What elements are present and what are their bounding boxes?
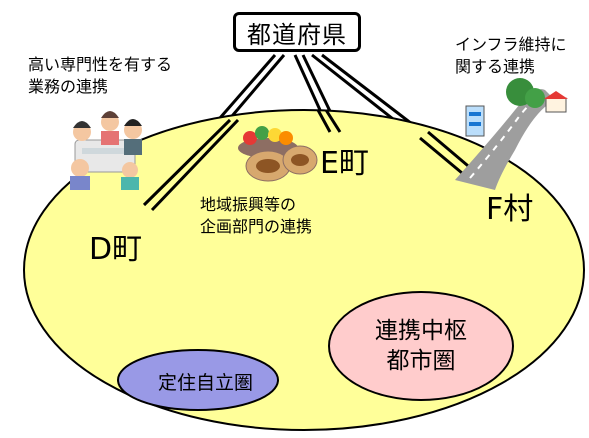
prefecture-box: 都道府県 [233, 12, 361, 52]
regional-promotion-line-1: 地域振興等の [200, 195, 297, 214]
regional-promotion-label: 地域振興等の 企画部門の連携 [200, 194, 312, 238]
hub-city-line-1: 連携中枢 [375, 318, 467, 344]
hub-city-line-2: 都市圏 [386, 348, 456, 374]
prefecture-label: 都道府県 [247, 20, 347, 49]
infrastructure-line-1: インフラ維持に [455, 35, 567, 54]
infrastructure-cooperation-label: インフラ維持に 関する連携 [455, 34, 567, 78]
settlement-area-label: 定住自立圏 [158, 372, 254, 394]
specialized-line-1: 高い専門性を有する [28, 55, 173, 74]
specialized-cooperation-label: 高い専門性を有する 業務の連携 [28, 54, 172, 98]
town-e-label: E町 [320, 146, 369, 181]
road-buildings-icon [455, 78, 568, 190]
infrastructure-line-2: 関する連携 [455, 57, 536, 76]
people-meeting-icon [70, 111, 142, 190]
hub-city-area-label: 連携中枢 都市圏 [369, 316, 473, 376]
hub-city-area-ellipse [328, 291, 514, 401]
village-f-label: F村 [486, 192, 534, 227]
regional-promotion-line-2: 企画部門の連携 [200, 217, 313, 236]
town-d-label: D町 [89, 232, 143, 267]
settlement-area-ellipse [117, 349, 279, 411]
food-basket-icon [238, 126, 318, 182]
specialized-line-2: 業務の連携 [28, 77, 109, 96]
